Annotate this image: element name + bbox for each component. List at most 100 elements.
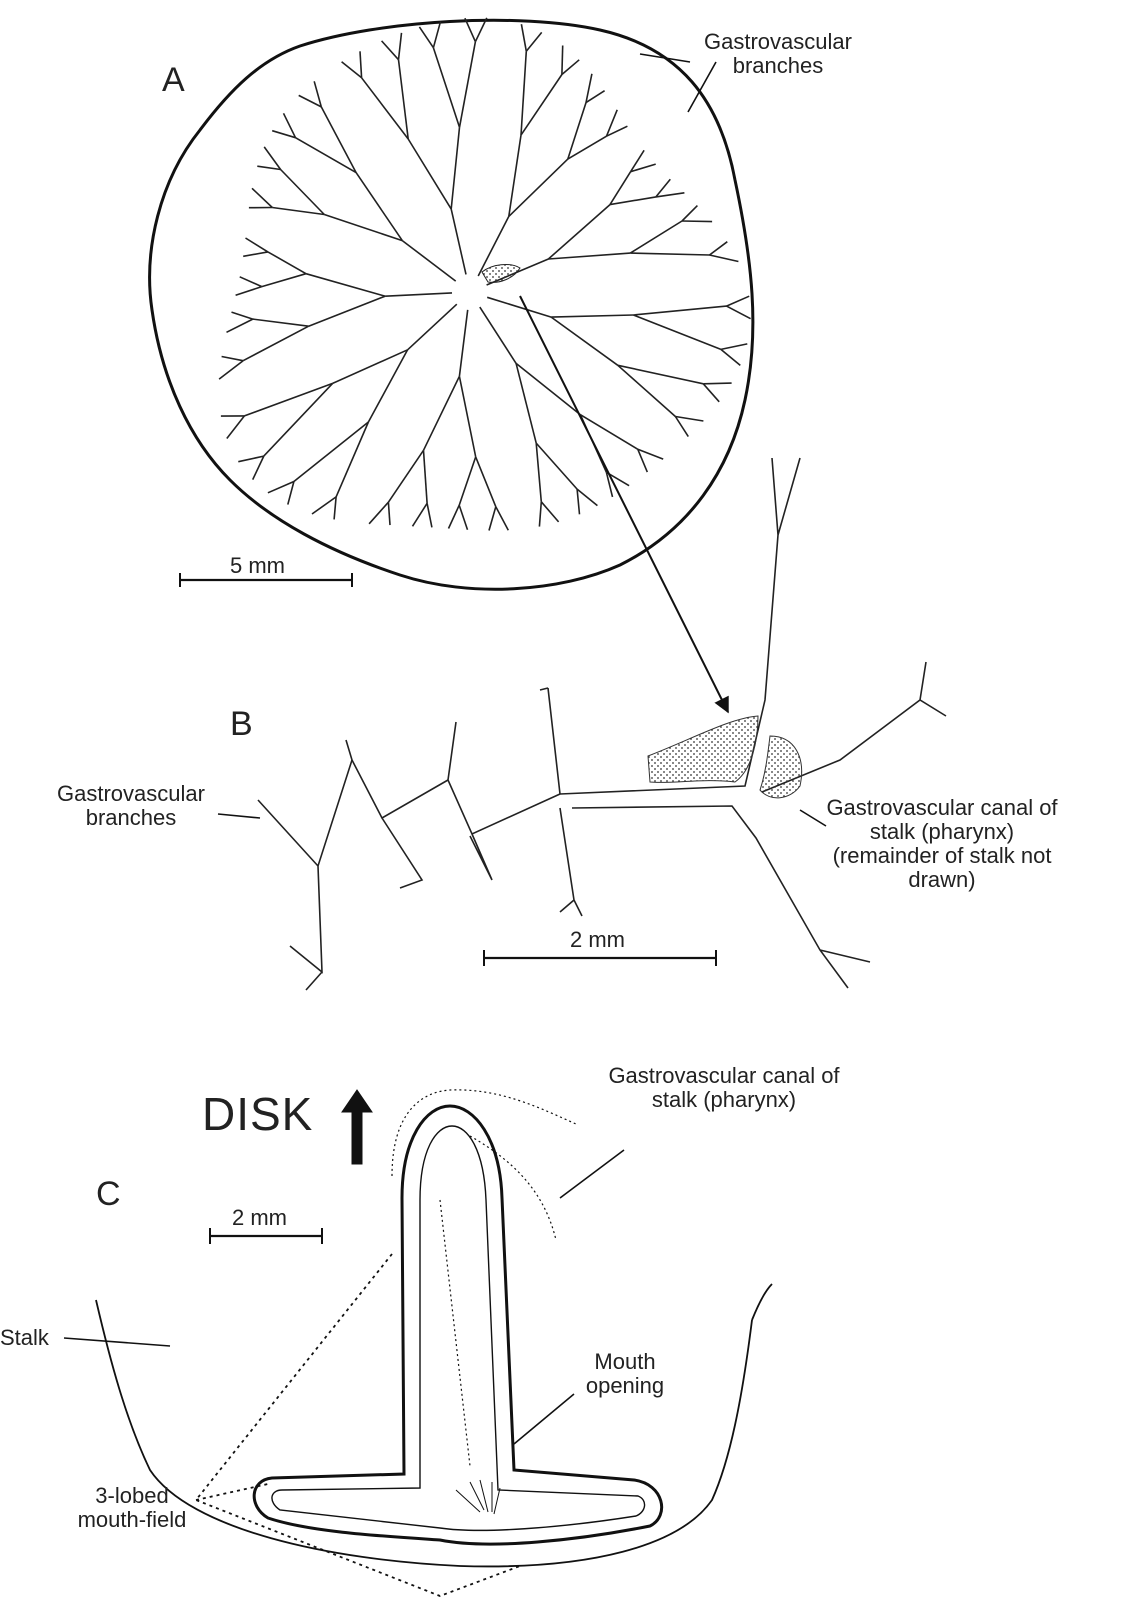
canal-segment	[464, 17, 477, 43]
canal-segment	[637, 448, 664, 460]
disk-dotted-outline	[391, 1089, 577, 1467]
canal-segment	[508, 134, 522, 217]
pharynx-outline	[252, 1104, 664, 1546]
canal-segment	[605, 109, 618, 137]
canal-segment	[617, 364, 704, 385]
canal-segment	[221, 355, 244, 362]
label-3-lobed-mouth-field: 3-lobed mouth-field	[77, 1483, 187, 1532]
panel-letter-b: B	[230, 705, 253, 743]
canal-segment	[477, 216, 510, 277]
canal-segment	[320, 106, 357, 173]
panel-b-enlargement	[217, 457, 947, 991]
canal-segment	[280, 168, 325, 216]
canal-segment	[488, 506, 497, 531]
pharynx-stipple-right	[759, 735, 803, 799]
canal-segment	[407, 303, 458, 351]
canal-segment	[422, 450, 428, 504]
canal-segment	[535, 443, 543, 502]
central-stalk-remnant	[481, 264, 521, 283]
mouth-opening-lines	[455, 1479, 501, 1515]
canal-segment	[239, 276, 263, 288]
canal-segment	[702, 383, 720, 403]
canal-segment	[629, 149, 645, 173]
canal-segment	[675, 415, 704, 422]
scale-label-c: 2 mm	[232, 1205, 287, 1230]
canal-segment	[401, 239, 457, 282]
canal-segment	[520, 51, 528, 136]
canal-segment	[245, 237, 269, 253]
canal-segment	[263, 382, 334, 457]
canal-segment	[585, 73, 593, 103]
canal-segment	[226, 415, 246, 439]
canal-segment	[271, 129, 296, 139]
stalk-outline	[95, 1283, 773, 1568]
canal-segment	[681, 205, 698, 222]
canal-segment	[681, 220, 713, 223]
disk-arrow	[341, 1089, 373, 1165]
scale-label-a: 5 mm	[230, 553, 285, 578]
label-gastrovascular-branches-a: Gastrovascular branches	[704, 29, 852, 78]
disk-direction-label: DISK	[202, 1088, 314, 1140]
canal-segment	[709, 254, 739, 263]
canal-segment	[726, 305, 751, 320]
canal-segment	[495, 506, 510, 531]
canal-segment	[535, 442, 578, 490]
canal-segment	[458, 309, 469, 377]
canal-segment	[515, 363, 537, 444]
canal-segment	[272, 206, 325, 216]
canal-segment	[606, 125, 628, 137]
canal-segment	[226, 318, 254, 334]
canal-segment	[267, 480, 295, 494]
canal-segment	[381, 40, 400, 61]
canal-segment	[355, 172, 403, 242]
canal-segment	[630, 163, 656, 173]
canal-segment	[385, 292, 453, 297]
canal-segment	[447, 504, 460, 529]
label-gastrovascular-branches-b: Gastrovascular branches	[57, 781, 205, 830]
canal-segment	[726, 295, 750, 307]
canal-segment	[367, 349, 409, 423]
canal-segment	[458, 41, 477, 128]
canal-segment	[368, 501, 389, 525]
canal-segment	[538, 501, 543, 527]
canal-segment	[313, 81, 323, 108]
canal-segment	[251, 187, 273, 209]
canal-segment	[426, 503, 433, 528]
canal-segment	[585, 90, 606, 104]
canal-segment	[450, 127, 461, 210]
branches-pointer-2	[687, 61, 717, 113]
canal-segment	[332, 349, 408, 385]
canal-segment	[267, 251, 307, 275]
canal-segment	[293, 421, 369, 483]
canal-segment	[458, 456, 477, 506]
canal-segment	[282, 112, 297, 139]
canal-segment	[418, 26, 435, 49]
canal-segment	[703, 382, 732, 385]
canal-segment	[633, 305, 727, 316]
canal-segment	[397, 32, 403, 60]
canal-segment	[359, 51, 363, 78]
canal-segment	[579, 414, 639, 450]
canal-segment	[567, 135, 607, 160]
canal-segment	[411, 502, 428, 527]
label-stalk: Stalk	[0, 1325, 49, 1350]
canal-segment	[422, 375, 461, 451]
canal-segment	[547, 204, 611, 260]
canal-segment	[432, 47, 461, 128]
canal-segment	[525, 31, 543, 52]
canal-segment	[629, 220, 683, 254]
canal-segment	[540, 501, 560, 523]
canal-segment	[311, 496, 337, 515]
canal-segment	[397, 59, 409, 140]
canal-segment	[486, 296, 552, 318]
canal-segment	[333, 496, 337, 520]
canal-segment	[520, 24, 528, 52]
canal-segment	[720, 348, 741, 367]
canal-segment	[633, 314, 722, 351]
canal-segment	[637, 448, 649, 473]
canal-segment	[244, 382, 333, 417]
canal-segment	[360, 77, 409, 140]
label-gastrovascular-canal-c: Gastrovascular canal of stalk (pharynx)	[608, 1063, 840, 1112]
canal-segment	[479, 306, 517, 364]
